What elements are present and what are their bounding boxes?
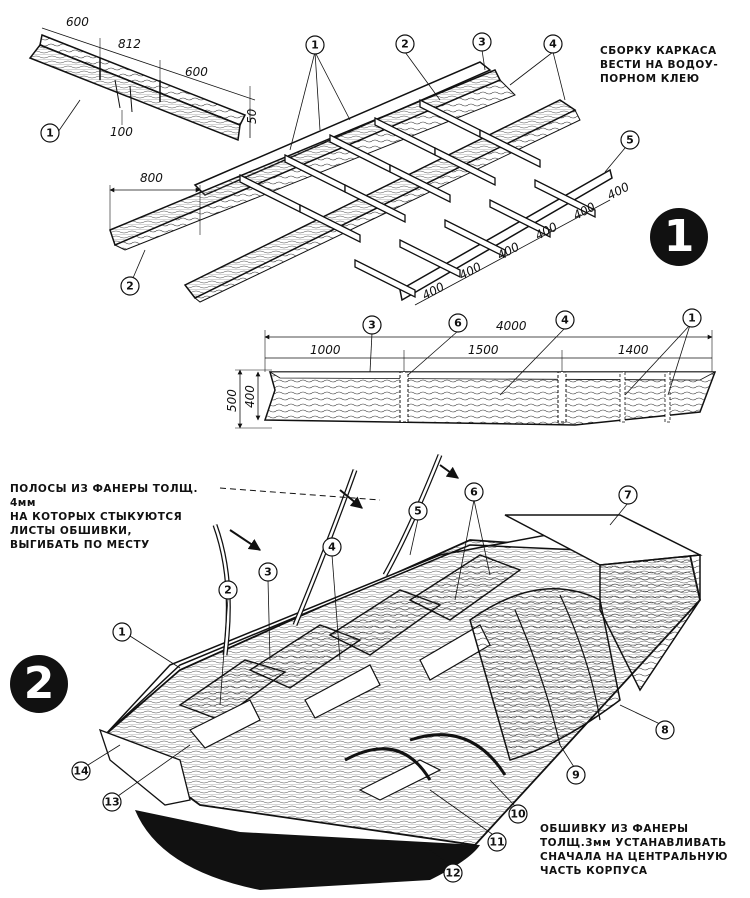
svg-text:10: 10 — [510, 808, 526, 821]
boat-hull — [98, 454, 703, 890]
svg-text:11: 11 — [489, 836, 504, 849]
callout-fig1-3b: 3 — [362, 315, 382, 373]
callout-fig2-13: 13 — [102, 744, 191, 812]
callout-fig2-8: 8 — [619, 704, 675, 740]
svg-text:8: 8 — [661, 724, 669, 737]
svg-text:4: 4 — [561, 314, 569, 327]
callout-fig2-9: 9 — [559, 744, 586, 785]
svg-text:6: 6 — [454, 317, 462, 330]
beam-detail — [28, 27, 256, 142]
note-plating: ОБШИВКУ ИЗ ФАНЕРЫ ТОЛЩ.3мм УСТАНАВЛИВАТЬ… — [540, 822, 745, 878]
dim-beam-812: 812 — [118, 37, 141, 51]
svg-text:1: 1 — [118, 626, 126, 639]
svg-text:1: 1 — [688, 312, 696, 325]
note-strips-line: НА КОТОРЫХ СТЫКУЮТСЯ — [10, 511, 183, 523]
dim-beam-600a: 600 — [66, 15, 89, 29]
dim-bay-6: 400 — [605, 179, 632, 202]
callout-fig1-2a: 2 — [395, 34, 441, 101]
side-panel-dimension-labels: 4000 1000 1500 1400 500 400 — [225, 319, 649, 412]
dim-side-400: 400 — [243, 385, 257, 408]
svg-text:4: 4 — [549, 38, 557, 51]
svg-text:2: 2 — [401, 38, 409, 51]
svg-text:14: 14 — [73, 765, 89, 778]
dim-side-500: 500 — [225, 389, 239, 412]
svg-text:3: 3 — [368, 319, 376, 332]
callout-fig1-1b: 1 — [289, 35, 351, 151]
callout-fig2-12: 12 — [429, 849, 463, 883]
note-plating-line: СНАЧАЛА НА ЦЕНТРАЛЬНУЮ — [540, 851, 728, 863]
callout-fig1-2b: 2 — [120, 249, 146, 296]
dim-beam-600b: 600 — [185, 65, 208, 79]
callout-fig2-3: 3 — [258, 562, 278, 661]
callout-fig1-4a: 4 — [509, 34, 566, 101]
callout-fig2-2: 2 — [218, 580, 238, 706]
callout-fig1-1c: 1 — [624, 308, 702, 396]
svg-text:3: 3 — [478, 36, 486, 49]
beam-dimension-labels: 600 812 600 50 100 — [66, 15, 259, 139]
svg-text:5: 5 — [414, 505, 422, 518]
svg-text:12: 12 — [445, 867, 460, 880]
svg-text:13: 13 — [104, 796, 119, 809]
frame-assembly — [109, 61, 613, 306]
callout-fig2-7: 7 — [609, 485, 638, 526]
svg-text:1: 1 — [311, 39, 319, 52]
note-plating-line: ОБШИВКУ ИЗ ФАНЕРЫ — [540, 823, 689, 835]
dim-side-1400: 1400 — [618, 343, 649, 357]
callout-fig2-5: 5 — [408, 501, 428, 556]
dim-side-4000: 4000 — [496, 319, 527, 333]
callout-fig2-4: 4 — [322, 537, 342, 661]
side-panel — [235, 330, 717, 429]
note-strips: ПОЛОСЫ ИЗ ФАНЕРЫ ТОЛЩ. 4мм НА КОТОРЫХ СТ… — [10, 482, 220, 552]
svg-text:9: 9 — [572, 769, 580, 782]
callout-fig1-1a: 1 — [40, 99, 81, 143]
svg-text:1: 1 — [46, 127, 54, 140]
dim-side-1500: 1500 — [468, 343, 499, 357]
callout-fig2-11: 11 — [429, 789, 507, 852]
note-strips-line: ВЫГИБАТЬ ПО МЕСТУ — [10, 539, 150, 551]
svg-text:4: 4 — [328, 541, 336, 554]
callout-fig1-4b: 4 — [499, 310, 575, 396]
note-glue-line: ПОРНОМ КЛЕЮ — [600, 73, 700, 85]
figure-1-badge: 1 — [650, 208, 708, 266]
dim-side-1000: 1000 — [310, 343, 341, 357]
note-glue: СБОРКУ КАРКАСА ВЕСТИ НА ВОДОУ- ПОРНОМ КЛ… — [600, 44, 740, 86]
note-strips-line: ЛИСТЫ ОБШИВКИ, — [10, 525, 132, 537]
svg-text:2: 2 — [224, 584, 232, 597]
callout-fig2-1: 1 — [112, 622, 181, 669]
callout-fig2-10: 10 — [489, 779, 528, 824]
dim-beam-50: 50 — [245, 108, 259, 124]
callouts-fig1: 1 1 2 3 4 5 2 3 6 4 1 — [40, 32, 702, 396]
note-strips-line: ПОЛОСЫ ИЗ ФАНЕРЫ ТОЛЩ. 4мм — [10, 483, 198, 509]
callout-fig1-5: 5 — [604, 130, 640, 173]
callouts-fig2: 1 2 3 4 5 6 7 8 9 10 11 12 13 14 — [71, 482, 675, 883]
figure-2-badge: 2 — [10, 655, 68, 713]
callout-fig2-6: 6 — [454, 482, 491, 601]
svg-text:7: 7 — [624, 489, 632, 502]
svg-text:5: 5 — [626, 134, 634, 147]
callout-fig1-3a: 3 — [472, 32, 492, 71]
callout-fig2-14: 14 — [71, 744, 121, 781]
note-plating-line: ЧАСТЬ КОРПУСА — [540, 865, 648, 877]
svg-text:6: 6 — [470, 486, 478, 499]
dim-beam-100: 100 — [110, 125, 133, 139]
note-glue-line: СБОРКУ КАРКАСА — [600, 45, 717, 57]
svg-text:2: 2 — [126, 280, 134, 293]
note-plating-line: ТОЛЩ.3мм УСТАНАВЛИВАТЬ — [540, 837, 727, 849]
callout-fig1-6: 6 — [407, 313, 468, 376]
note-glue-line: ВЕСТИ НА ВОДОУ- — [600, 59, 719, 71]
dim-frame-800: 800 — [140, 171, 163, 185]
svg-text:3: 3 — [264, 566, 272, 579]
